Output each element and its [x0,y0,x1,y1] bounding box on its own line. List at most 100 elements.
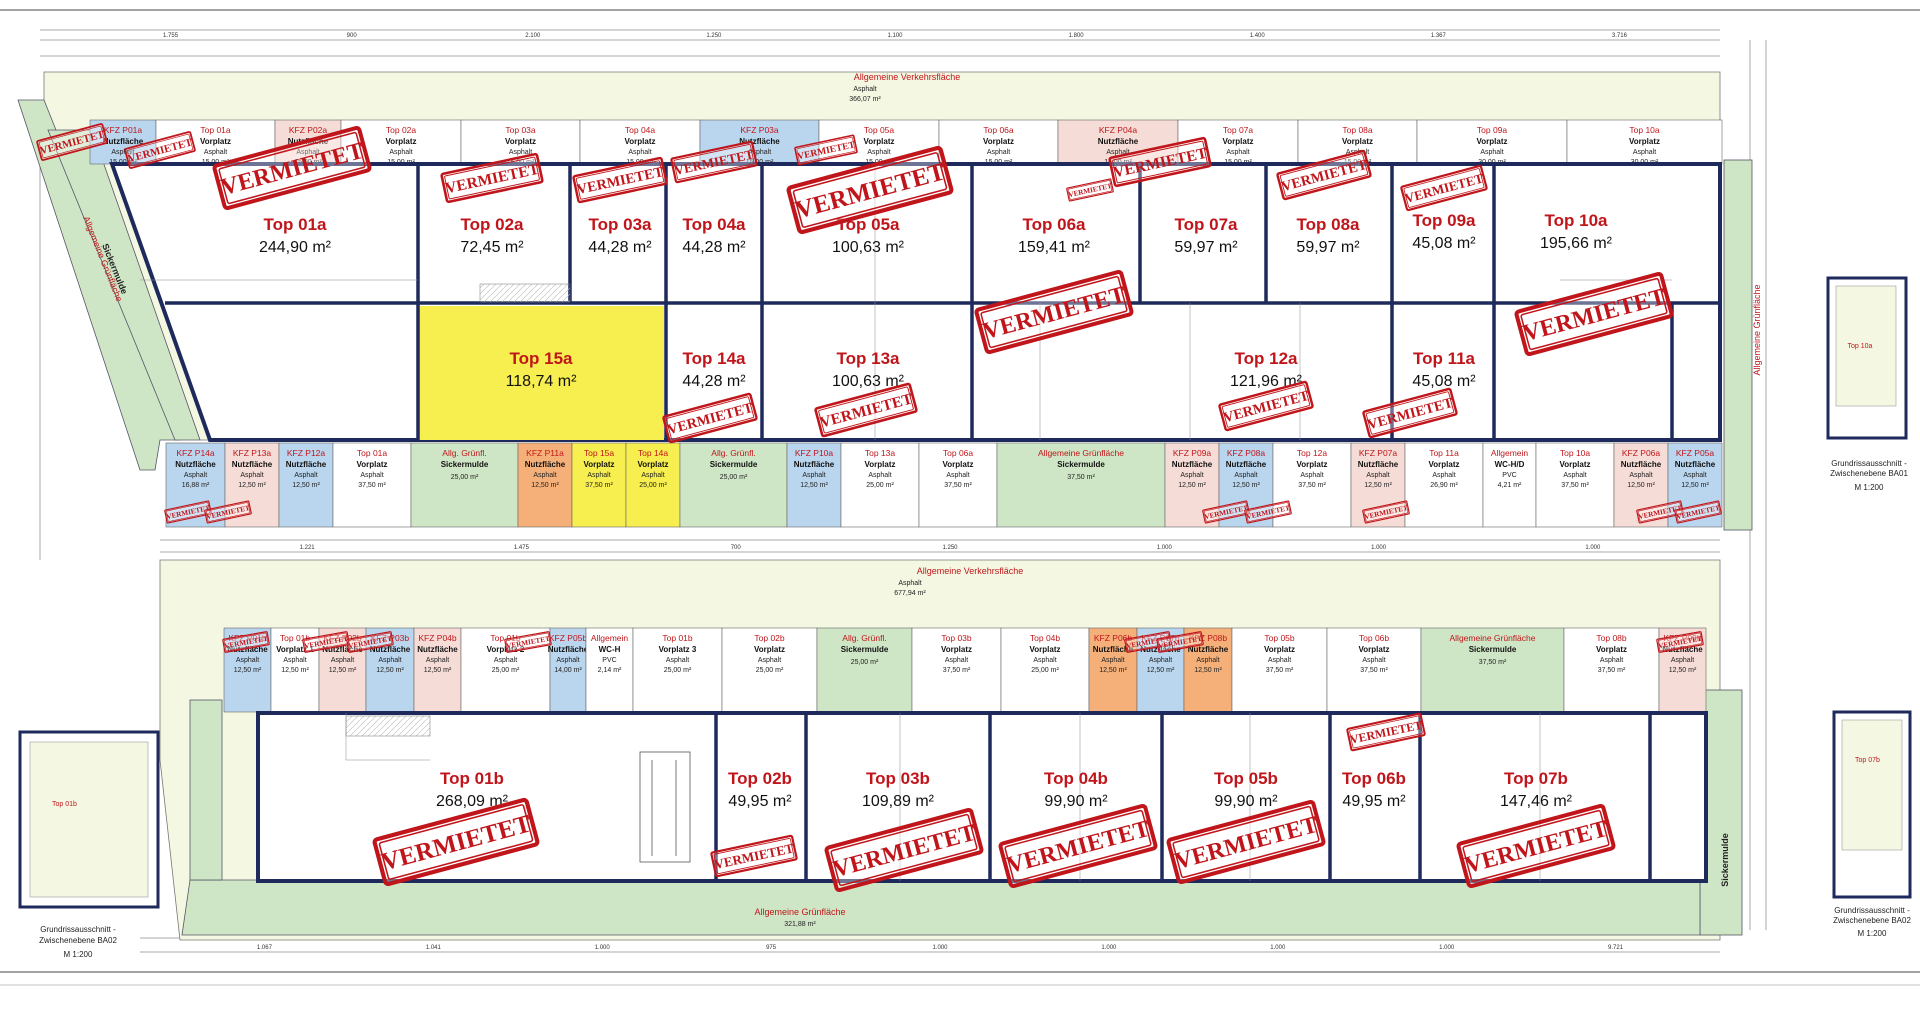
cell-area-value: 12,50 m² [292,482,320,489]
cell-use: Nutzfläche [103,137,144,146]
stamp-inner-border [1520,277,1668,351]
stamp-border [302,631,350,653]
cell-area-value: 12,50 m² [800,482,828,489]
stamp-inner-border [713,837,795,875]
cell-area [996,442,1166,528]
stamp-inner-border [218,131,366,205]
cell-use: Nutzfläche [286,460,327,469]
cell-area [632,627,723,713]
cell-area [721,627,818,713]
cell-title: Top 09a [1477,125,1508,135]
inset-ba02-left: Top 01b Grundrissausschnitt - Zwischeneb… [18,730,160,959]
cell-material: Asphalt [556,657,579,664]
stamp-inner-border [1657,632,1703,652]
cell-title: Top 02a [386,125,417,135]
stamp-inner-border [665,396,755,440]
cell-title: KFZ P11a [526,448,564,458]
cell-area [224,442,280,528]
unit-area: 72,45 m² [460,239,524,256]
cell-area [1667,442,1723,528]
cell-material: Asphalt [1366,472,1389,479]
stamp-border [222,631,270,653]
verkehr-a-area: 366,07 m² [849,96,881,103]
cell-title: Allg. Grünfl. [711,448,755,458]
stamp-border [1244,500,1292,524]
cell-material: Asphalt [296,149,319,156]
unit-name: Top 14a [683,349,747,368]
cell-area [278,442,334,528]
cell-material: Asphalt [946,472,969,479]
stamp-border [1636,500,1684,524]
cell-use: Vorplatz [1629,137,1660,146]
unit-area: 147,46 m² [1500,793,1573,810]
cell-use: Sickermulde [710,460,758,469]
unit-name: Top 09a [1413,211,1477,230]
vermietet-stamp: VERMIETET [1066,178,1114,202]
cell-material: Asphalt [283,657,306,664]
cell-material: Asphalt [1268,657,1291,664]
cell-material: Asphalt [240,472,263,479]
stamp-inner-border [1157,632,1203,652]
cell-area-value: 37,50 m² [1598,667,1626,674]
cell-title: KFZ P04b [418,633,457,643]
cell-area-value: 25,00 m² [720,474,748,481]
forecourt-cell: Top 06aVorplatzAsphalt15,00 m² [938,119,1059,166]
cell-use: Vorplatz [505,137,536,146]
cell-use: Vorplatz [754,645,785,654]
sicker-right-b-label: Sickermulde [1720,833,1730,887]
dimension-value: 1.250 [942,545,958,551]
cell-title: Top 01b [490,633,521,643]
vermietet-stamp: VERMIETET [1156,631,1204,653]
cell-area [1404,442,1484,528]
unit-area: 109,89 m² [862,793,935,810]
cell-material: Asphalt [360,472,383,479]
cell-title: KFZ P03a [740,125,779,135]
cell-use: Nutzfläche [739,137,780,146]
building-a-walls [165,164,1720,440]
cell-material: Asphalt [758,657,781,664]
unit-name: Top 02a [461,215,525,234]
stamp-border [1108,136,1212,188]
cell-use: Nutzfläche [232,460,273,469]
cell-area-value: 12,50 m² [1178,482,1206,489]
cell-area [585,627,634,713]
cell-material: Asphalt [378,657,401,664]
verkehr-a-title: Allgemeine Verkehrsfläche [854,72,961,82]
cell-area [1000,627,1090,713]
cell-use: Sickermulde [441,460,489,469]
cell-title: Allgemeine Grünfläche [1038,448,1124,458]
cell-material: Asphalt [494,657,517,664]
stamp-inner-border [38,125,106,159]
cell-material: Asphalt [389,149,412,156]
cell-material: Asphalt [1563,472,1586,479]
cell-material: Asphalt [867,149,890,156]
cell-use: Vorplatz 3 [659,645,697,654]
stamp-inner-border [1462,809,1610,883]
stamp-inner-border [1403,168,1485,208]
cell-title: KFZ P04a [1099,125,1138,135]
cell-use: Vorplatz [1342,137,1373,146]
stamp-inner-border [126,133,194,167]
cell-title: Top 05b [1264,633,1295,643]
cell-title: KFZ P06a [1622,448,1661,458]
unit-area: 45,08 m² [1412,373,1476,390]
unit-name: Top 07b [1504,769,1568,788]
cell-area [1658,627,1707,713]
stamp-inner-border [1172,805,1320,879]
stamp-border [710,834,798,878]
cell-use: Vorplatz 1 [276,645,314,654]
stamp-inner-border [378,804,534,880]
stamp-border [372,797,540,887]
forecourt-cell: KFZ P09bNutzflächeAsphalt12,50 m² [1658,627,1707,713]
